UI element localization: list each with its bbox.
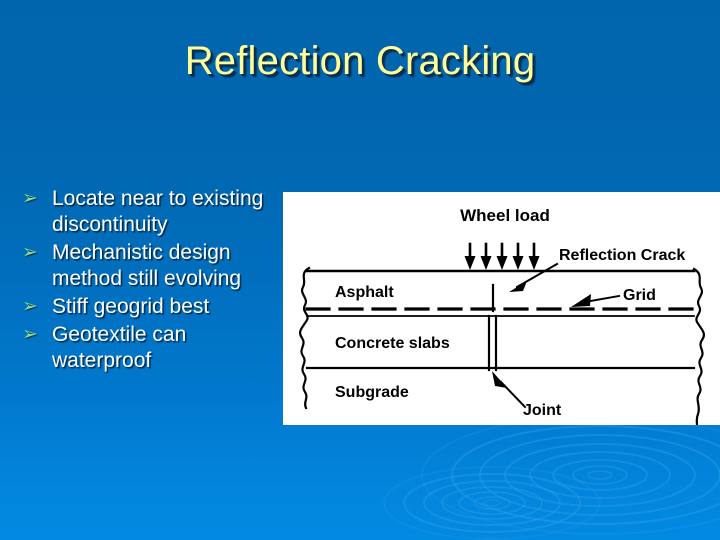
- concrete-slabs-label: Concrete slabs: [335, 335, 450, 352]
- bullet-arrow-icon: ➢: [22, 296, 38, 317]
- joint-arrowhead-icon: [492, 371, 507, 388]
- joint-label: Joint: [523, 402, 562, 419]
- grid-leader-line: [583, 294, 621, 304]
- bullet-text: Locate near to existing discontinuity: [52, 187, 264, 236]
- bullet-arrow-icon: ➢: [22, 188, 38, 209]
- bullet-text: Geotextile can waterproof: [52, 323, 187, 372]
- joint-lines: [487, 314, 498, 372]
- right-break-line: [692, 267, 705, 425]
- reflection-crack-label: Reflection Crack: [559, 247, 685, 264]
- reflection-crack-arrowhead-icon: [509, 281, 527, 292]
- list-item: ➢ Geotextile can waterproof: [20, 322, 282, 374]
- grid-arrowhead-icon: [571, 294, 591, 307]
- pavement-cross-section-diagram: Wheel load Reflection Crack Grid Asphalt…: [283, 192, 720, 425]
- bullet-text: Stiff geogrid best: [52, 295, 210, 318]
- list-item: ➢ Stiff geogrid best: [20, 294, 282, 320]
- diagram-graphic: Wheel load Reflection Crack Grid Asphalt…: [299, 206, 705, 425]
- wheel-load-label: Wheel load: [460, 206, 550, 225]
- asphalt-label: Asphalt: [335, 284, 394, 301]
- slide-title: Reflection Cracking: [184, 39, 536, 83]
- subgrade-label: Subgrade: [335, 384, 409, 401]
- grid-label: Grid: [623, 287, 656, 304]
- bullet-arrow-icon: ➢: [22, 324, 38, 345]
- list-item: ➢ Mechanistic design method still evolvi…: [20, 240, 282, 292]
- wheel-load-arrowheads-icon: [464, 256, 540, 270]
- list-item: ➢ Locate near to existing discontinuity: [20, 186, 282, 238]
- left-break-line: [299, 266, 311, 410]
- bullet-list: ➢ Locate near to existing discontinuity …: [20, 186, 282, 376]
- bullet-arrow-icon: ➢: [22, 242, 38, 263]
- bullet-text: Mechanistic design method still evolving: [52, 241, 242, 290]
